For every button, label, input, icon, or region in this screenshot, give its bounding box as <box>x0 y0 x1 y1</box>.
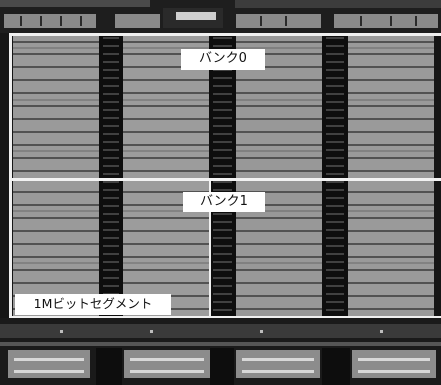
cell-array-3 <box>236 36 322 318</box>
bank-0-label: バンク0 <box>181 49 265 70</box>
bottom-pad-row <box>0 318 441 385</box>
decoder-strip-1 <box>99 33 123 318</box>
decoder-strip-2 <box>209 33 236 318</box>
segment-label: 1Mビットセグメント <box>15 294 171 315</box>
outline-top <box>9 33 441 36</box>
bank-divider <box>9 178 441 181</box>
outline-left <box>9 33 12 318</box>
cell-array-2 <box>123 36 209 318</box>
top-pad-row <box>0 0 441 33</box>
bank-1-label: バンク1 <box>183 192 265 212</box>
cell-array-1 <box>13 36 99 318</box>
cell-array-4 <box>348 36 434 318</box>
decoder-strip-3 <box>322 33 348 318</box>
